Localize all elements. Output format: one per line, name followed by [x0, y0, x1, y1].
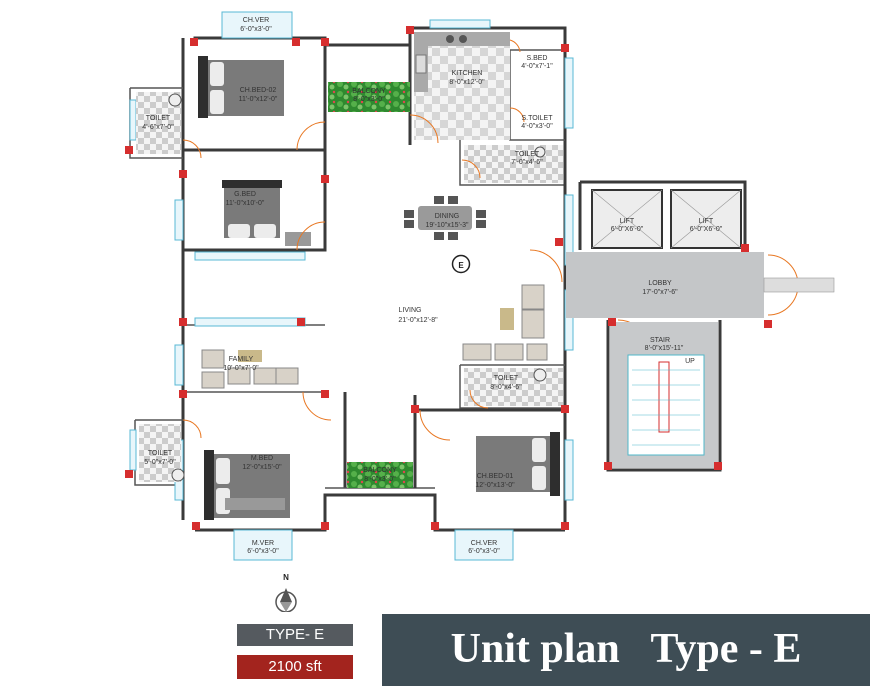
size-toilet-sw: 5'-0"x7'-0" [144, 459, 176, 466]
label-dining: DINING [435, 213, 460, 220]
label-toilet-ne: TOILET [515, 151, 540, 158]
wc-icon [168, 93, 182, 107]
label-lift-2: LIFT [699, 218, 714, 225]
label-ch-bed-02: CH.BED-02 [240, 87, 277, 94]
label-stair: STAIR [650, 337, 670, 344]
size-ch-bed-01: 12'-0"x13'-0" [475, 482, 515, 489]
label-stair-up: UP [685, 358, 695, 365]
wardrobe-2 [225, 498, 285, 510]
lobby-corridor [763, 277, 835, 293]
label-m-bed: M.BED [251, 455, 273, 462]
size-kitchen: 8'-0"x12'-0" [449, 79, 485, 86]
stove-icon-2 [459, 35, 467, 43]
kitchen-floor [414, 32, 510, 140]
type-badge: TYPE- E [237, 624, 353, 646]
size-balcony-n: 8'-0"x3'-0" [353, 96, 385, 103]
bed-ch-bed-02 [198, 56, 284, 118]
floor-plan: CH.VER 6'-0"x3'-0" CH.BED-02 11'-0"x12'-… [125, 11, 835, 612]
label-ch-ver-top: CH.VER [243, 17, 269, 24]
label-toilet-nw: TOILET [146, 115, 171, 122]
unit-marker: E [451, 254, 471, 274]
label-s-bed: S.BED [526, 55, 547, 62]
wc-icon-2 [533, 368, 547, 382]
label-s-toilet: S.TOILET [522, 115, 554, 122]
label-balcony-n: BALCONY [352, 88, 386, 95]
unit-plan-banner: Unit plan Type - E [382, 614, 870, 686]
balcony-s-planter [347, 462, 413, 488]
label-toilet-mid: TOILET [494, 375, 519, 382]
room-labels: CH.VER 6'-0"x3'-0" CH.BED-02 11'-0"x12'-… [142, 17, 722, 555]
label-kitchen: KITCHEN [452, 70, 483, 77]
size-toilet-ne: 7'-0"x4'-6" [511, 159, 543, 166]
size-lift-2: 6'-0"X6'-0" [690, 226, 723, 233]
stove-icon [446, 35, 454, 43]
bed-g-bed [222, 180, 282, 238]
size-ch-ver-top: 6'-0"x3'-0" [240, 26, 272, 33]
size-m-bed: 12'-0"x15'-0" [242, 464, 282, 471]
size-lobby: 17'-0"x7'-6" [642, 289, 678, 296]
toilet-ne-floor [464, 145, 563, 183]
area-badge: 2100 sft [237, 655, 353, 679]
column-markers [125, 26, 772, 530]
north-arrow-icon: N [275, 573, 297, 612]
size-s-toilet: 4'-0"x3'-0" [521, 123, 553, 130]
size-lift-1: 6'-0"X6'-0" [611, 226, 644, 233]
lift-core [591, 189, 742, 249]
label-family: FAMILY [229, 356, 254, 363]
wc-icon-4 [534, 146, 546, 158]
label-living: LIVING [399, 307, 422, 314]
size-s-bed: 4'-0"x7'-1" [521, 63, 553, 70]
sink-icon [415, 54, 427, 74]
size-stair: 8'-0"x15'-11" [645, 345, 684, 352]
size-ch-ver-bottom: 6'-0"x3'-0" [468, 548, 500, 555]
windows [129, 11, 574, 561]
size-family: 10'-0"x7'-0" [223, 365, 259, 372]
size-m-ver: 6'-0"x3'-0" [247, 548, 279, 555]
label-ch-ver-bottom: CH.VER [471, 540, 497, 547]
size-living: 21'-0"x12'-8" [398, 317, 438, 324]
balcony-n-planter [328, 82, 410, 112]
stair-treads [627, 354, 705, 456]
size-ch-bed-02: 11'-0"x12'-0" [239, 96, 278, 103]
size-g-bed: 11'-0"x10'-0" [226, 200, 265, 207]
wc-icon-3 [171, 468, 185, 482]
sofa-family [201, 349, 299, 389]
toilet-mid-floor [464, 368, 563, 406]
label-ch-bed-01: CH.BED-01 [477, 473, 514, 480]
size-toilet-nw: 4'-6"x7'-0" [142, 124, 174, 131]
sofa-living [462, 284, 548, 361]
label-m-ver: M.VER [252, 540, 274, 547]
lobby-floor [566, 252, 764, 318]
wardrobe [285, 232, 311, 246]
label-lift-1: LIFT [620, 218, 635, 225]
size-toilet-mid: 8'-0"x4'-6" [490, 384, 522, 391]
size-dining: 19'-10"x15'-3" [425, 222, 469, 229]
label-balcony-s: BALCONY [363, 467, 397, 474]
label-toilet-sw: TOILET [148, 450, 173, 457]
label-g-bed: G.BED [234, 191, 256, 198]
bed-ch-bed-01 [476, 432, 560, 496]
size-balcony-s: 8'-0"x3'-0" [364, 476, 396, 483]
label-lobby: LOBBY [648, 280, 672, 287]
dining-table-icon [404, 196, 486, 240]
unit-marker-text: E [458, 261, 464, 270]
compass-label: N [283, 573, 289, 582]
